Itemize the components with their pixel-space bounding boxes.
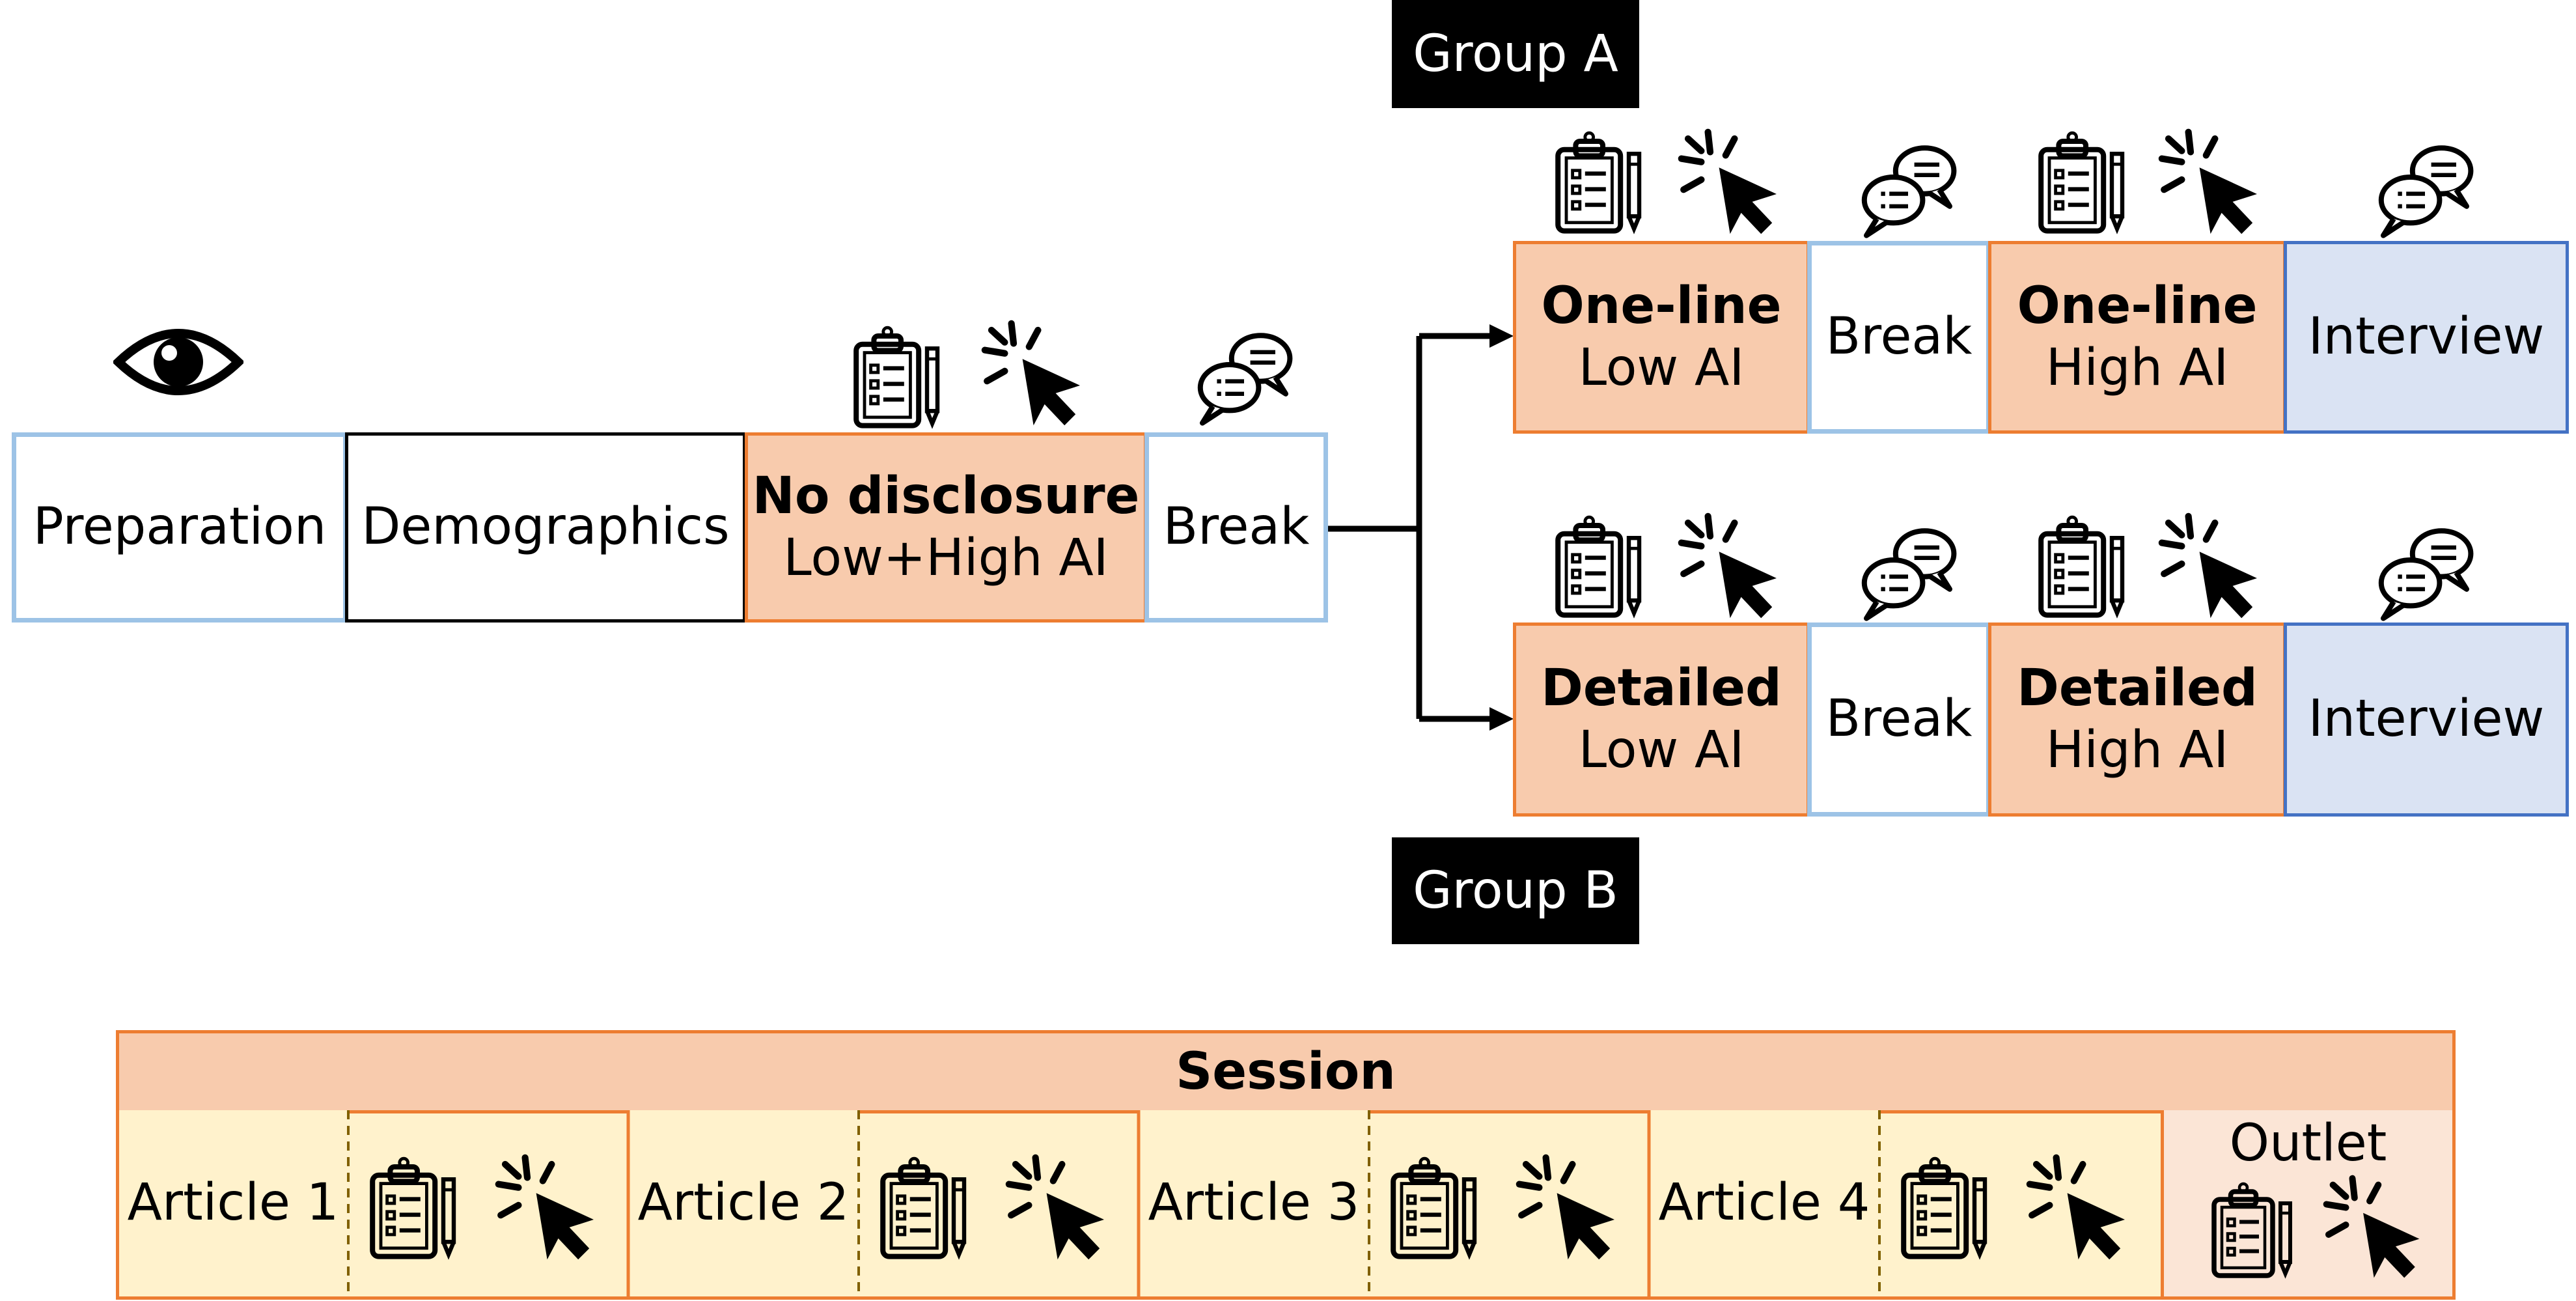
chat-bubbles-icon: [1189, 323, 1299, 427]
group-b-interview-label: Interview: [2308, 690, 2545, 749]
no-disclosure-step: No disclosure Low+High AI: [745, 432, 1147, 623]
group-a-one-line-high-ai: One-line High AI: [1988, 241, 2286, 434]
group-a-break-label: Break: [1825, 307, 1973, 367]
preparation-label: Preparation: [33, 497, 327, 557]
group-b-detailed-high-ai: Detailed High AI: [1988, 623, 2286, 817]
click-cursor-icon: [494, 1153, 605, 1264]
group-b-interview: Interview: [2284, 623, 2569, 817]
no-disclosure-subtitle: Low+High AI: [783, 529, 1109, 587]
click-cursor-icon: [1515, 1153, 1626, 1264]
outlet-label: Outlet: [2229, 1114, 2387, 1173]
click-cursor-icon: [980, 319, 1091, 430]
click-cursor-icon: [2322, 1174, 2430, 1282]
article-3-cell: Article 3: [1140, 1110, 1368, 1296]
session-header: Session: [119, 1033, 2452, 1113]
group-a-interview-label: Interview: [2308, 307, 2545, 367]
article-2-label: Article 2: [637, 1173, 850, 1233]
break-label: Break: [1163, 497, 1310, 557]
article-4-cell: Article 4: [1650, 1110, 1878, 1296]
group-b-step1-subtitle: Low AI: [1578, 721, 1745, 779]
demographics-step: Demographics: [345, 432, 746, 623]
group-b-step3-title: Detailed: [2017, 658, 2258, 718]
clipboard-icon: [1891, 1154, 1995, 1263]
clipboard-icon: [1381, 1154, 1485, 1263]
session-dividers: [347, 1110, 1881, 1296]
group-a-step1-subtitle: Low AI: [1578, 339, 1745, 397]
clipboard-icon: [2029, 512, 2133, 623]
group-a-break: Break: [1807, 241, 1991, 434]
article-4-label: Article 4: [1658, 1173, 1870, 1233]
break-step: Break: [1144, 432, 1328, 623]
no-disclosure-title: No disclosure: [752, 466, 1140, 525]
click-cursor-icon: [1677, 512, 1788, 623]
group-a-one-line-low-ai: One-line Low AI: [1513, 241, 1810, 434]
group-b-label: Group B: [1392, 837, 1639, 944]
clipboard-icon: [1545, 512, 1650, 623]
group-b-break: Break: [1807, 623, 1991, 817]
demographics-label: Demographics: [361, 497, 730, 557]
click-cursor-icon: [2157, 512, 2268, 623]
group-a-label: Group A: [1392, 0, 1639, 108]
chat-bubbles-icon: [1853, 518, 1963, 623]
session-panel: Session Article 1 Article 2 Article 3 Ar…: [116, 1030, 2456, 1300]
group-a-step3-subtitle: High AI: [2045, 339, 2229, 397]
group-a-step1-title: One-line: [1541, 276, 1782, 335]
click-cursor-icon: [2025, 1153, 2136, 1264]
clipboard-icon: [360, 1154, 464, 1263]
session-title: Session: [1176, 1042, 1396, 1101]
chat-bubbles-icon: [1853, 135, 1963, 240]
clipboard-icon: [1545, 128, 1650, 238]
group-b-detailed-low-ai: Detailed Low AI: [1513, 623, 1810, 817]
clipboard-icon: [870, 1154, 975, 1263]
chat-bubbles-icon: [2370, 518, 2480, 623]
clipboard-icon: [2029, 128, 2133, 238]
group-b-step3-subtitle: High AI: [2045, 721, 2229, 779]
article-1-cell: Article 1: [119, 1110, 347, 1296]
clipboard-icon: [844, 326, 948, 430]
article-1-label: Article 1: [127, 1173, 339, 1233]
group-b-step1-title: Detailed: [1541, 658, 1782, 718]
chat-bubbles-icon: [2370, 135, 2480, 240]
article-3-label: Article 3: [1148, 1173, 1360, 1233]
clipboard-icon: [2202, 1179, 2300, 1282]
click-cursor-icon: [2157, 128, 2268, 238]
group-a-step3-title: One-line: [2017, 276, 2258, 335]
article-2-cell: Article 2: [630, 1110, 857, 1296]
preparation-step: Preparation: [12, 432, 348, 623]
click-cursor-icon: [1677, 128, 1788, 238]
group-a-interview: Interview: [2284, 241, 2569, 434]
eye-icon: [113, 320, 243, 404]
group-b-break-label: Break: [1825, 690, 1973, 749]
click-cursor-icon: [1004, 1153, 1115, 1264]
